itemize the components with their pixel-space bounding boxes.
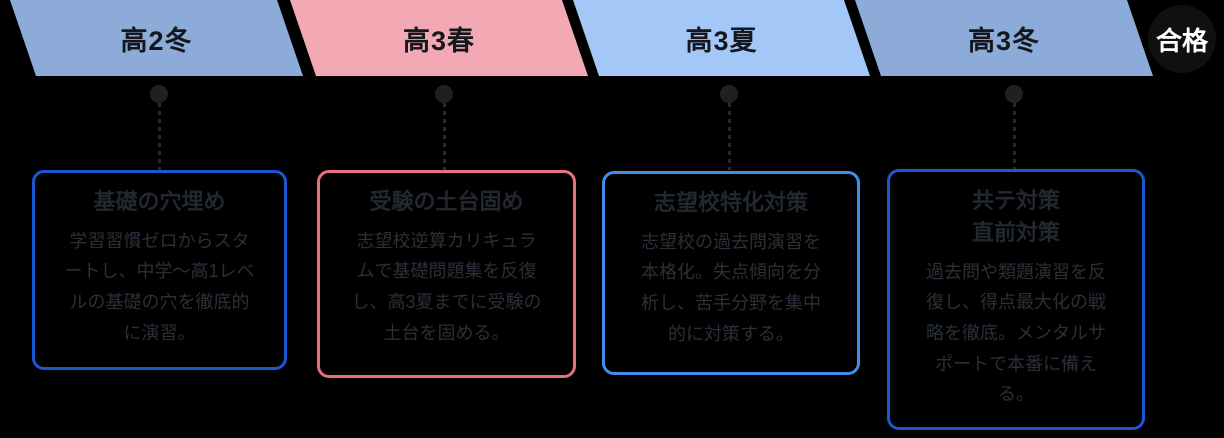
card-description-4: 過去問や類題演習を反復し、得点最大化の戦略を徹底。メンタルサポートで本番に備える… (926, 261, 1106, 405)
timeline-dot-3 (720, 85, 738, 103)
connector-dotted-line-2 (443, 103, 446, 170)
stage-period-label-1: 高2冬 (120, 25, 193, 56)
timeline-stage-chevron-1: 高2冬 (10, 0, 303, 76)
stage-detail-card-1: 基礎の穴埋め 学習習慣ゼロからスタートし、中学〜高1レベルの基礎の穴を徹底的に演… (32, 170, 287, 370)
timeline-stage-chevron-4: 高3冬 (855, 0, 1153, 76)
stage-detail-card-2: 受験の土台固め 志望校逆算カリキュラムで基礎問題集を反復し、高3夏までに受験の土… (317, 170, 576, 378)
connector-dotted-line-1 (158, 103, 161, 170)
stage-period-label-2: 高3春 (402, 25, 476, 56)
timeline-dot-4 (1005, 85, 1023, 103)
stage-detail-card-4: 共テ対策 直前対策 過去問や類題演習を反復し、得点最大化の戦略を徹底。メンタルサ… (887, 169, 1145, 430)
card-description-2: 志望校逆算カリキュラムで基礎問題集を反復し、高3夏までに受験の土台を固める。 (351, 230, 542, 343)
stage-period-label-4: 高3冬 (967, 25, 1041, 56)
goal-label: 合格 (1155, 25, 1208, 56)
timeline-dot-2 (435, 85, 453, 103)
card-description-1: 学習習慣ゼロからスタートし、中学〜高1レベルの基礎の穴を徹底的に演習。 (64, 230, 255, 343)
stage-detail-card-3: 志望校特化対策 志望校の過去問演習を本格化。失点傾向を分析し、苦手分野を集中的に… (602, 171, 860, 375)
timeline-stage-chevron-3: 高3夏 (573, 0, 870, 76)
goal-circle: 合格 (1148, 5, 1216, 73)
card-title-1: 基礎の穴埋め (93, 189, 226, 214)
card-title-3: 志望校特化対策 (653, 190, 808, 215)
card-description-3: 志望校の過去問演習を本格化。失点傾向を分析し、苦手分野を集中的に対策する。 (641, 231, 821, 344)
card-title-2: 受験の土台固め (369, 189, 524, 214)
connector-dotted-line-4 (1013, 103, 1016, 170)
stage-period-label-3: 高3夏 (685, 25, 758, 56)
card-title-4: 共テ対策 直前対策 (971, 188, 1060, 245)
connector-dotted-line-3 (728, 103, 731, 170)
timeline-stage-chevron-2: 高3春 (290, 0, 588, 76)
timeline-dot-1 (150, 85, 168, 103)
